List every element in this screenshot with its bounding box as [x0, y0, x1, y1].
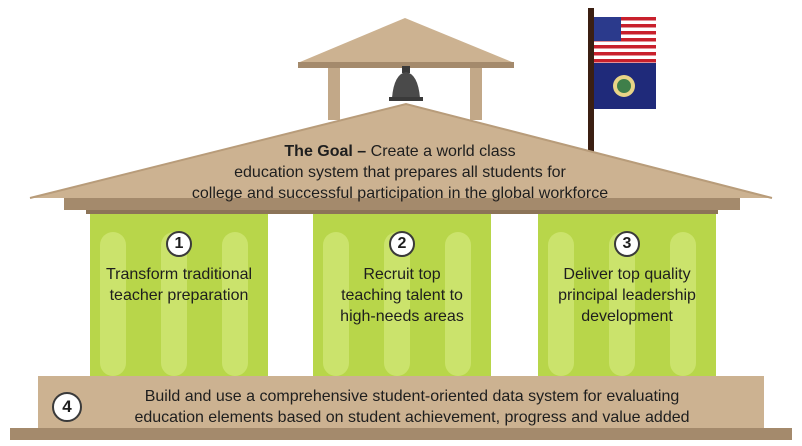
- pillar-3-line-1: Deliver top quality: [563, 266, 691, 283]
- goal-line-1: Create a world class: [370, 143, 516, 160]
- tower-roof-edge: [298, 62, 514, 68]
- pillar-1-line-2: teacher preparation: [109, 287, 249, 304]
- goal-statement: The Goal – Create a world class educatio…: [100, 141, 700, 204]
- pillar-3-line-3: development: [581, 308, 673, 325]
- foundation-line-2: education elements based on student achi…: [134, 409, 690, 426]
- goal-dash: –: [352, 143, 371, 160]
- foundation-text: Build and use a comprehensive student-or…: [92, 386, 732, 428]
- pillar-2-line-2: teaching talent to: [341, 287, 463, 304]
- tower-post-left: [328, 68, 340, 120]
- pillar-3-text: Deliver top quality principal leadership…: [537, 264, 717, 327]
- tower-roof: [300, 18, 512, 62]
- goal-line-3: college and successful participation in …: [191, 185, 609, 202]
- foundation-line-1: Build and use a comprehensive student-or…: [144, 388, 680, 405]
- liberty-bell-icon: [389, 66, 423, 101]
- pillar-2-line-1: Recruit top: [363, 266, 441, 283]
- pillar-3-line-2: principal leadership: [558, 287, 696, 304]
- goal-lead: The Goal: [284, 143, 353, 160]
- flag-pole: [588, 8, 594, 204]
- pillar-1-number: 1: [166, 231, 192, 257]
- pillar-2-text: Recruit top teaching talent to high-need…: [312, 264, 492, 327]
- foundation-number: 4: [52, 392, 82, 422]
- pillar-1-text: Transform traditional teacher preparatio…: [89, 264, 269, 306]
- pillar-2-line-3: high-needs areas: [340, 308, 464, 325]
- foundation-base: [10, 428, 792, 440]
- minnesota-flag-icon: [594, 63, 656, 109]
- main-roof: [30, 104, 772, 198]
- goal-line-2: education system that prepares all stude…: [234, 164, 566, 181]
- tower-post-right: [470, 68, 482, 120]
- pillar-3-number: 3: [614, 231, 640, 257]
- pillar-1-line-1: Transform traditional: [105, 266, 253, 283]
- pillar-2-number: 2: [389, 231, 415, 257]
- foundation-step: [38, 376, 764, 428]
- us-flag-icon: [594, 17, 656, 63]
- roof-eave: [64, 198, 740, 210]
